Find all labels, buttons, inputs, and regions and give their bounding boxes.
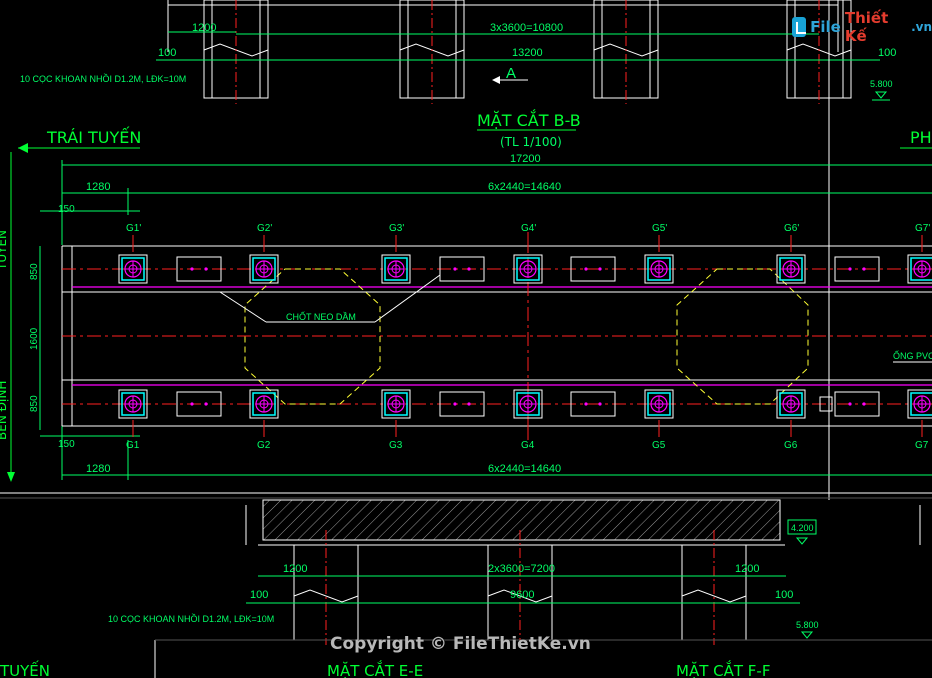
anchor-box xyxy=(439,256,485,282)
bearing-pad xyxy=(907,389,932,419)
bearing-pad xyxy=(381,389,411,419)
dim-150-bottom: 150 xyxy=(58,439,75,450)
section-scale: (TL 1/100) xyxy=(500,135,562,149)
bearing-pad xyxy=(644,389,674,419)
bottom-left-label: TUYẾN xyxy=(0,659,50,678)
bottom-dim-100-right: 100 xyxy=(775,589,793,601)
top-centerlines xyxy=(235,0,820,104)
anchor-box xyxy=(439,391,485,417)
top-section: 1200 3x3600=10800 100 13200 100 10 CỌC K… xyxy=(20,0,896,104)
dim-bottom-left: 1280 xyxy=(86,463,110,475)
copyright-watermark: Copyright © FileThietKe.vn xyxy=(330,634,591,654)
bearing-pad xyxy=(776,254,806,284)
bottom-section: 4.200 1200 2x3600=7200 1200 100 9600 100… xyxy=(0,492,932,678)
hatched-beam xyxy=(262,499,781,541)
bearing-pad xyxy=(249,254,279,284)
bearing-pad xyxy=(513,389,543,419)
right-direction-label: PH xyxy=(910,128,932,147)
bottom-pile-note: 10 CỌC KHOAN NHỒI D1.2M, LĐK=10M xyxy=(108,613,274,624)
bearing-pad xyxy=(381,254,411,284)
girder-label-top: G7' xyxy=(915,223,930,234)
left-direction-label: TRÁI TUYẾN xyxy=(46,126,141,147)
girder-label-top: G1' xyxy=(126,223,141,234)
bottom-level: 5.800 xyxy=(796,620,819,630)
top-level: 5.800 xyxy=(870,79,893,89)
bearing-pad xyxy=(118,389,148,419)
pvc-pipe-box xyxy=(819,396,833,412)
bottom-dim-spans: 2x3600=7200 xyxy=(488,563,555,575)
girder-label-bottom: G7 xyxy=(915,440,929,451)
anchor-box xyxy=(834,391,880,417)
top-piles xyxy=(203,0,852,99)
bearing-pad xyxy=(249,389,279,419)
top-dim-100-left: 100 xyxy=(158,47,176,59)
girder-label-bottom: G4 xyxy=(521,440,535,451)
section-title-ff: MẶT CẮT F-F xyxy=(676,659,770,678)
anchor-box xyxy=(570,391,616,417)
bearing-pad xyxy=(118,254,148,284)
dim-overall: 17200 xyxy=(510,153,541,165)
dim-150-top: 150 xyxy=(58,204,75,215)
logo-word-3: .vn xyxy=(911,20,932,34)
girder-label-top: G6' xyxy=(784,223,799,234)
dim-top-spans: 6x2440=14640 xyxy=(488,181,561,193)
girder-label-bottom: G6 xyxy=(784,440,798,451)
arrow-down-icon xyxy=(7,472,15,482)
bearing-pad xyxy=(644,254,674,284)
top-dim-100-right: 100 xyxy=(878,47,896,59)
dim-850-bottom: 850 xyxy=(29,395,40,412)
bearing-pad xyxy=(513,254,543,284)
logo-word-1: File xyxy=(810,18,841,36)
girder-label-group: G1' G2' G3' G4' G5' G6' G7' G1 G2 G3 G4 G5 G6 G7 xyxy=(126,223,930,451)
filethietke-logo: File Thiết Kế .vn xyxy=(792,9,932,45)
bottom-level-top: 4.200 xyxy=(791,523,814,533)
dim-top-left: 1280 xyxy=(86,181,110,193)
girder-label-top: G5' xyxy=(652,223,667,234)
section-marker-a: A xyxy=(506,65,516,82)
logo-word-2: Thiết Kế xyxy=(844,9,889,45)
level-triangle-icon xyxy=(874,91,888,99)
anchor-label: CHỐT NEO DẦM xyxy=(286,311,356,322)
girder-label-bottom: G1 xyxy=(126,440,140,451)
top-dim-1200: 1200 xyxy=(192,22,216,34)
pvc-label: ỐNG PVC xyxy=(893,350,932,361)
bottom-dim-total: 9600 xyxy=(510,589,534,601)
section-title-bb: MẶT CẮT B-B xyxy=(477,109,581,130)
girder-label-bottom: G2 xyxy=(257,440,271,451)
anchor-box xyxy=(176,256,222,282)
left-side-text-top: TUYẾN xyxy=(0,230,9,271)
bearing-pad xyxy=(907,254,932,284)
section-title-ee: MẶT CẮT E-E xyxy=(327,659,423,678)
logo-icon xyxy=(792,17,807,37)
bottom-dim-1200-left: 1200 xyxy=(283,563,307,575)
bottom-dim-1200-right: 1200 xyxy=(735,563,759,575)
anchor-box xyxy=(570,256,616,282)
bearing-group xyxy=(118,254,932,419)
girder-label-top: G2' xyxy=(257,223,272,234)
bottom-dim-100-left: 100 xyxy=(250,589,268,601)
top-dim-spans: 3x3600=10800 xyxy=(490,22,563,34)
girder-label-bottom: G3 xyxy=(389,440,403,451)
top-pile-note: 10 CỌC KHOAN NHỒI D1.2M, LĐK=10M xyxy=(20,73,186,84)
girder-label-top: G3' xyxy=(389,223,404,234)
deck-outline xyxy=(61,245,932,427)
dim-bottom-spans: 6x2440=14640 xyxy=(488,463,561,475)
main-section: MẶT CẮT B-B (TL 1/100) TRÁI TUYẾN PH TUY… xyxy=(0,109,932,482)
top-dim-total: 13200 xyxy=(512,47,543,59)
arrow-left-icon xyxy=(18,143,28,153)
girder-label-bottom: G5 xyxy=(652,440,666,451)
anchor-box xyxy=(834,256,880,282)
left-side-text-bottom: BÊN ĐỊNH xyxy=(0,381,9,440)
girder-label-top: G4' xyxy=(521,223,536,234)
anchor-box xyxy=(176,391,222,417)
dim-850-top: 850 xyxy=(29,263,40,280)
dim-1600: 1600 xyxy=(29,327,40,350)
bearing-pad xyxy=(776,389,806,419)
